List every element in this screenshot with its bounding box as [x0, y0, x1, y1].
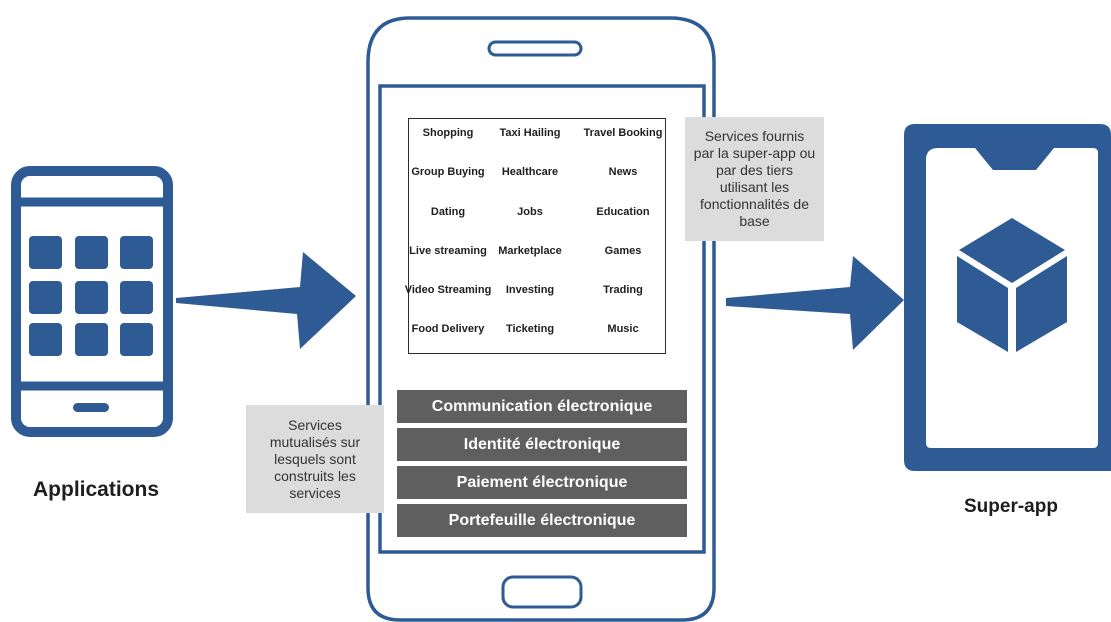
service-item: Travel Booking: [583, 127, 663, 139]
service-item: Taxi Hailing: [499, 127, 561, 139]
bar-portefeuille: Portefeuille électronique: [397, 504, 687, 537]
smartphone-outline-icon: [366, 16, 716, 622]
service-item: Video Streaming: [404, 284, 492, 296]
bar-paiement: Paiement électronique: [397, 466, 687, 499]
service-item: Music: [607, 323, 639, 335]
bar-communication: Communication électronique: [397, 390, 687, 423]
service-item: Games: [604, 245, 642, 257]
service-item: Jobs: [517, 206, 543, 218]
shared-services-note: Services mutualisés sur lesquels sont co…: [246, 405, 384, 513]
service-item: Education: [596, 206, 650, 218]
superapp-label: Super-app: [964, 496, 1058, 517]
service-item: Trading: [603, 284, 643, 296]
app-grid-phone-icon: [11, 166, 173, 437]
services-note: Services fournis par la super-app ou par…: [685, 117, 824, 241]
arrow-right-icon: [726, 256, 904, 350]
service-item: Marketplace: [498, 245, 562, 257]
service-item: Food Delivery: [411, 323, 485, 335]
service-item: Healthcare: [501, 166, 559, 178]
applications-label: Applications: [33, 478, 160, 501]
services-grid: [408, 118, 666, 354]
service-item: Group Buying: [411, 166, 485, 178]
service-item: Dating: [430, 206, 466, 218]
service-item: Ticketing: [505, 323, 555, 335]
service-item: Shopping: [422, 127, 474, 139]
bar-identite: Identité électronique: [397, 428, 687, 461]
service-item: News: [608, 166, 638, 178]
service-item: Investing: [505, 284, 555, 296]
cube-phone-icon: [904, 124, 1111, 471]
arrow-right-icon: [176, 252, 356, 349]
service-item: Live streaming: [409, 245, 487, 257]
